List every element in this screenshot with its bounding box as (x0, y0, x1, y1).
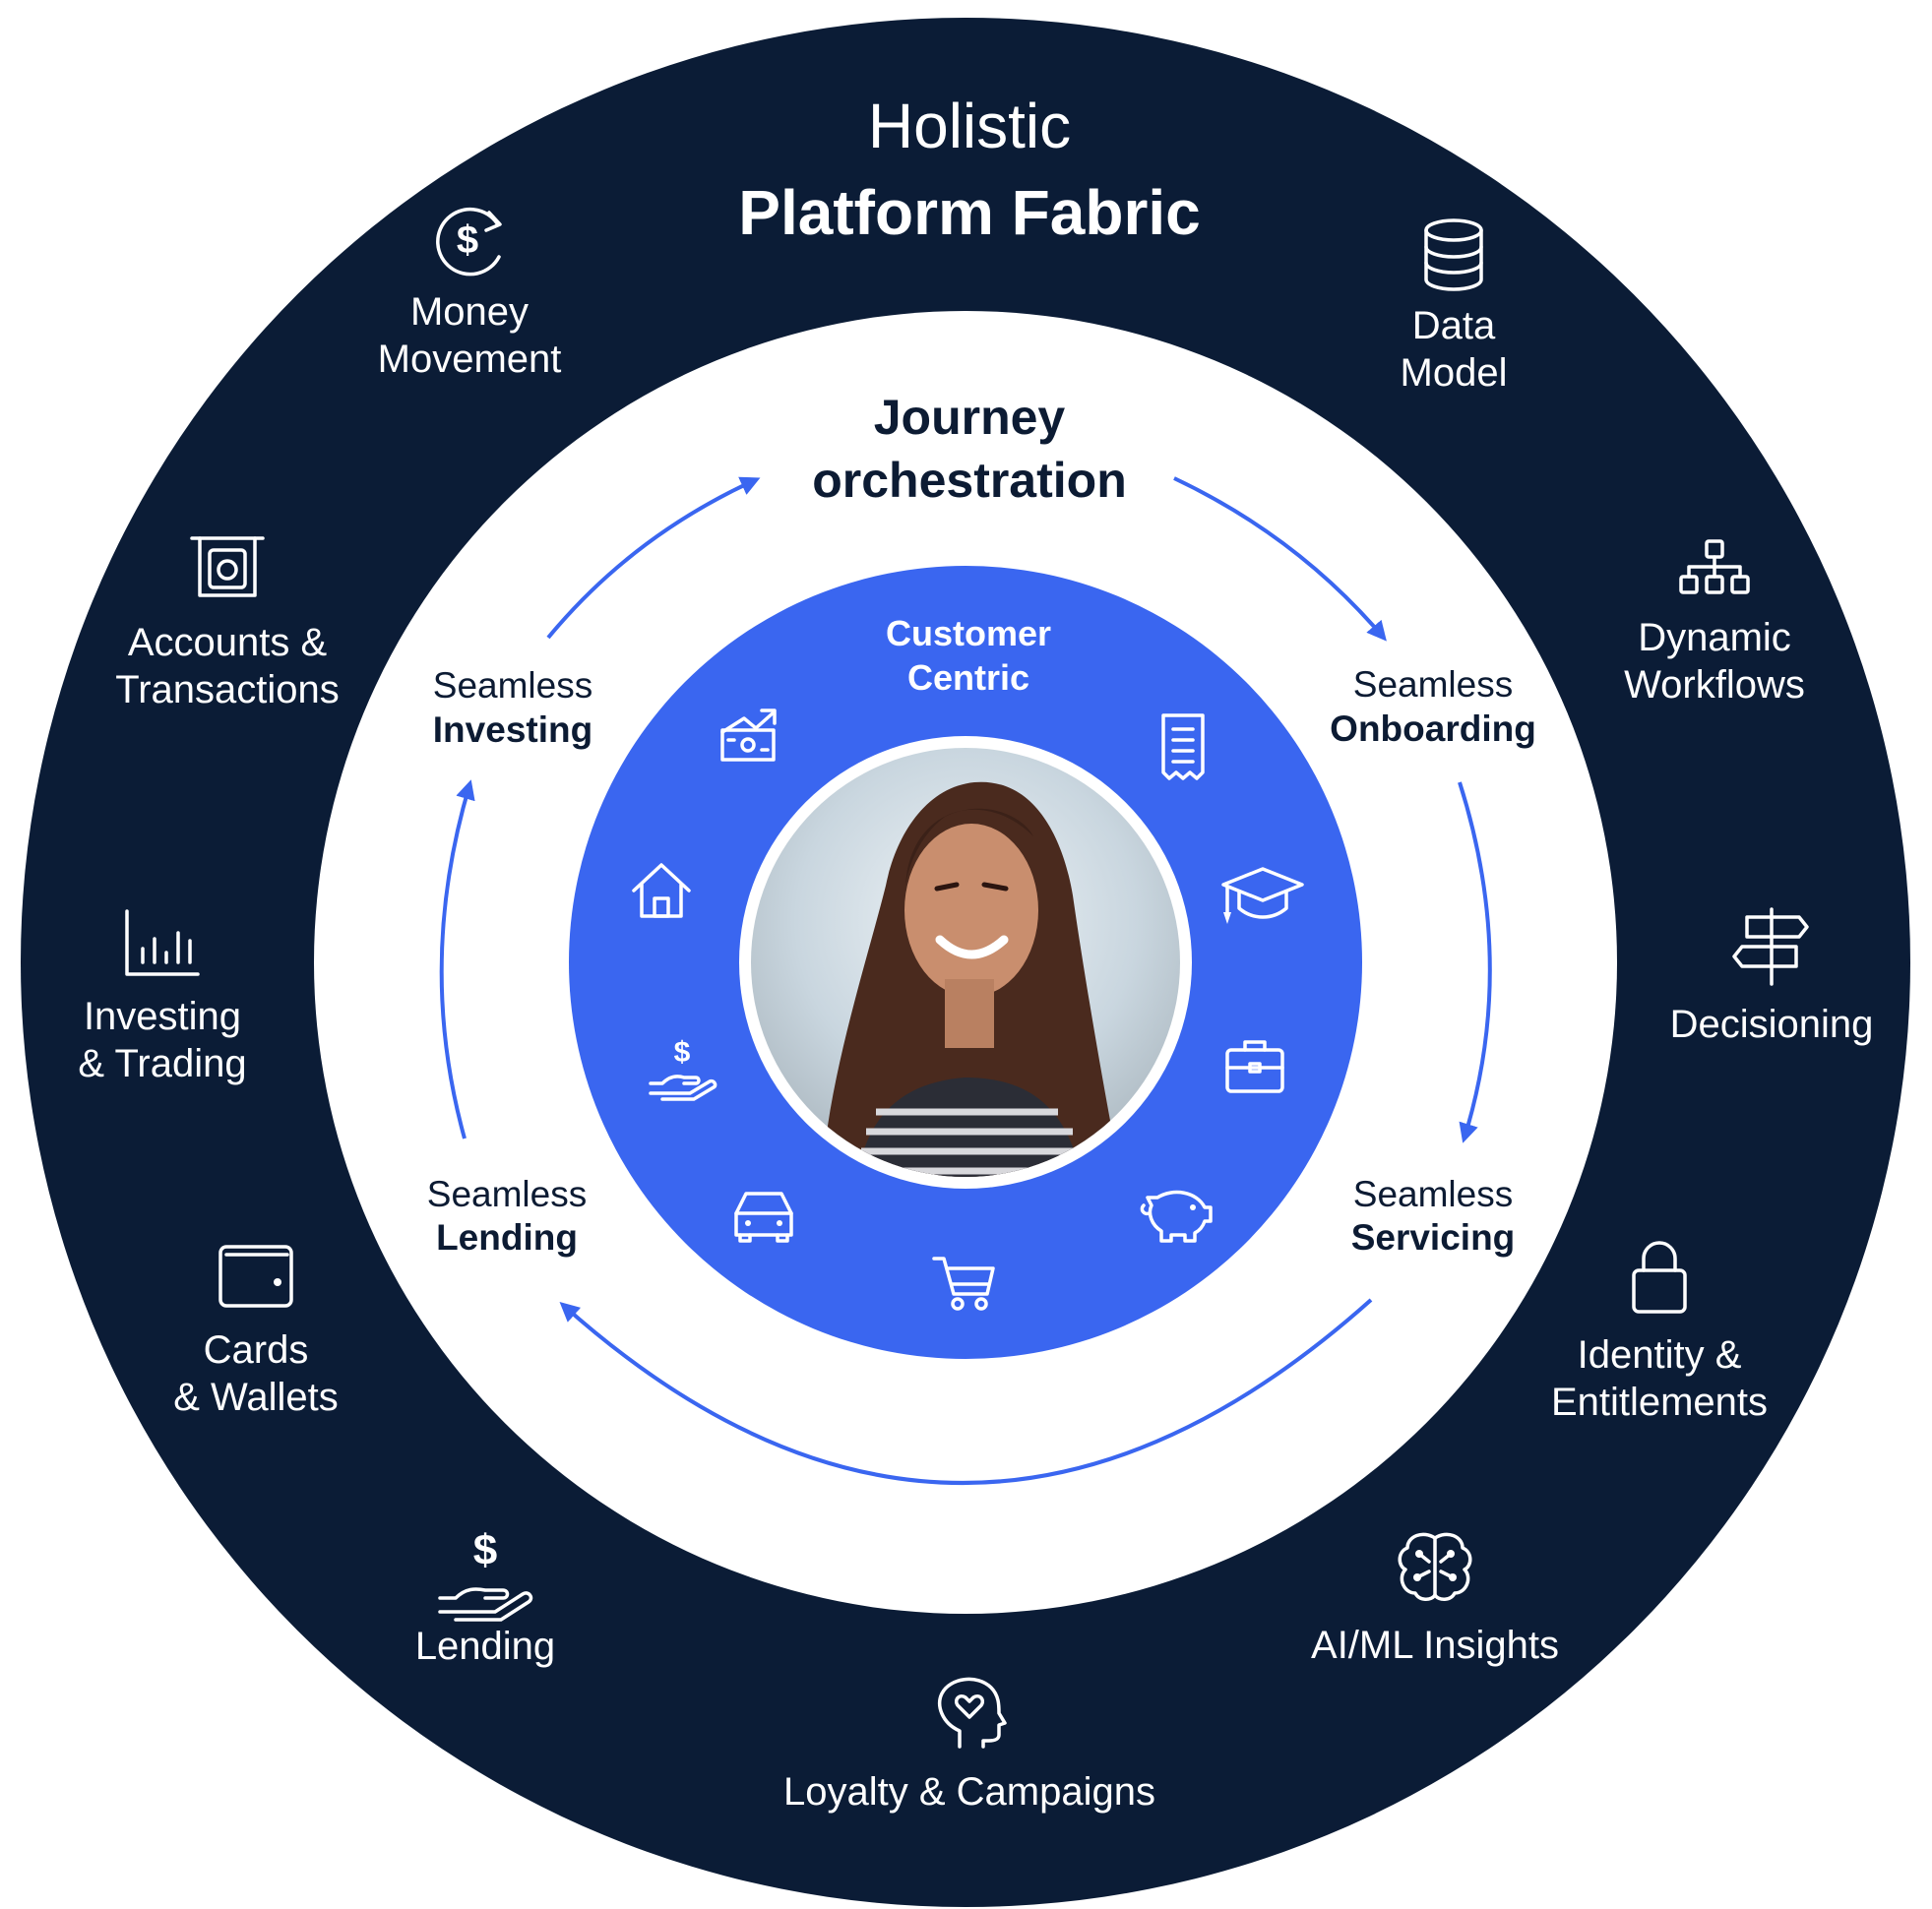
piggy-bank-icon (1140, 1190, 1213, 1243)
arrow-to-onboarding (1173, 476, 1387, 642)
outer-item-label: Cards (204, 1328, 309, 1372)
arrow-to-servicing (1458, 781, 1492, 1143)
center-title-line1: Customer (886, 613, 1051, 653)
outer-item-label: & Wallets (173, 1376, 338, 1419)
svg-text:$: $ (674, 1036, 691, 1069)
bar-chart-icon (125, 909, 200, 976)
hand-dollar-icon: $ (438, 1526, 533, 1622)
outer-item-identity-entitlements: Identity & Entitlements (1551, 1241, 1768, 1424)
receipt-icon (1161, 713, 1205, 780)
graduation-cap-icon (1221, 867, 1304, 924)
stage-onboarding: Seamless Onboarding (1330, 664, 1536, 749)
outer-item-investing-trading: Investing & Trading (78, 909, 247, 1085)
money-growth-icon (720, 708, 777, 762)
house-icon (632, 863, 691, 918)
outer-item-label: & Trading (78, 1042, 246, 1085)
stage-label-bold: Onboarding (1330, 708, 1536, 749)
journey-title-line2: orchestration (812, 453, 1127, 508)
stage-label-bold: Investing (433, 709, 592, 750)
outer-item-label: Investing (84, 995, 241, 1038)
arrow-to-lending (559, 1298, 1373, 1485)
customer-photo (739, 736, 1192, 1189)
lock-icon (1632, 1241, 1687, 1314)
stage-label-light: Seamless (1353, 664, 1513, 705)
outer-item-label: Identity & (1578, 1333, 1742, 1377)
outer-item-label: Decisioning (1670, 1003, 1874, 1046)
money-cycle-icon: $ (436, 207, 502, 277)
outer-item-ai-ml-insights: AI/ML Insights (1311, 1532, 1559, 1667)
stage-label-bold: Servicing (1351, 1217, 1516, 1258)
outer-item-loyalty-campaigns: Loyalty & Campaigns (783, 1677, 1155, 1814)
platform-title-line2: Platform Fabric (738, 177, 1200, 248)
outer-item-label: Lending (415, 1625, 555, 1668)
svg-text:$: $ (457, 218, 478, 262)
hierarchy-icon (1679, 539, 1750, 594)
stage-label-light: Seamless (1353, 1174, 1513, 1214)
head-heart-icon (938, 1677, 1007, 1749)
stage-label-light: Seamless (427, 1174, 587, 1214)
outer-item-money-movement: $ Money Movement (378, 207, 562, 381)
outer-item-label: Loyalty & Campaigns (783, 1770, 1155, 1814)
outer-item-label: AI/ML Insights (1311, 1624, 1559, 1667)
outer-item-label: Movement (378, 338, 562, 381)
stage-servicing: Seamless Servicing (1351, 1174, 1516, 1258)
hand-dollar-icon: $ (649, 1036, 717, 1101)
svg-text:$: $ (473, 1526, 497, 1574)
signpost-icon (1732, 907, 1809, 986)
shopping-cart-icon (932, 1257, 995, 1311)
outer-item-label: Workflows (1624, 663, 1805, 707)
stage-label-bold: Lending (436, 1217, 578, 1258)
outer-item-data-model: Data Model (1401, 218, 1508, 395)
stage-label-light: Seamless (433, 665, 592, 706)
outer-item-label: Dynamic (1638, 616, 1791, 659)
outer-item-lending: $ Lending (415, 1526, 555, 1668)
outer-item-decisioning: Decisioning (1670, 907, 1874, 1046)
car-icon (734, 1192, 793, 1243)
outer-item-label: Transactions (115, 668, 340, 711)
journey-title-line1: Journey (874, 390, 1066, 445)
outer-item-label: Money (410, 290, 529, 334)
stage-investing: Seamless Investing (433, 665, 592, 750)
briefcase-icon (1225, 1040, 1284, 1093)
database-icon (1424, 218, 1483, 291)
outer-item-dynamic-workflows: Dynamic Workflows (1624, 539, 1805, 707)
atm-icon (190, 536, 265, 597)
brain-icon (1398, 1532, 1472, 1601)
outer-item-label: Entitlements (1551, 1381, 1768, 1424)
center-title-line2: Centric (907, 657, 1029, 698)
arrow-to-investing (439, 779, 475, 1139)
outer-item-accounts-transactions: Accounts & Transactions (115, 536, 340, 711)
platform-title-line1: Holistic (868, 91, 1071, 161)
wallet-icon (218, 1245, 293, 1308)
outer-item-label: Model (1401, 351, 1508, 395)
arrow-to-journey (546, 476, 761, 640)
outer-item-label: Data (1412, 304, 1496, 347)
outer-item-label: Accounts & (128, 621, 328, 664)
stage-lending: Seamless Lending (427, 1174, 587, 1258)
outer-item-cards-wallets: Cards & Wallets (173, 1245, 339, 1419)
